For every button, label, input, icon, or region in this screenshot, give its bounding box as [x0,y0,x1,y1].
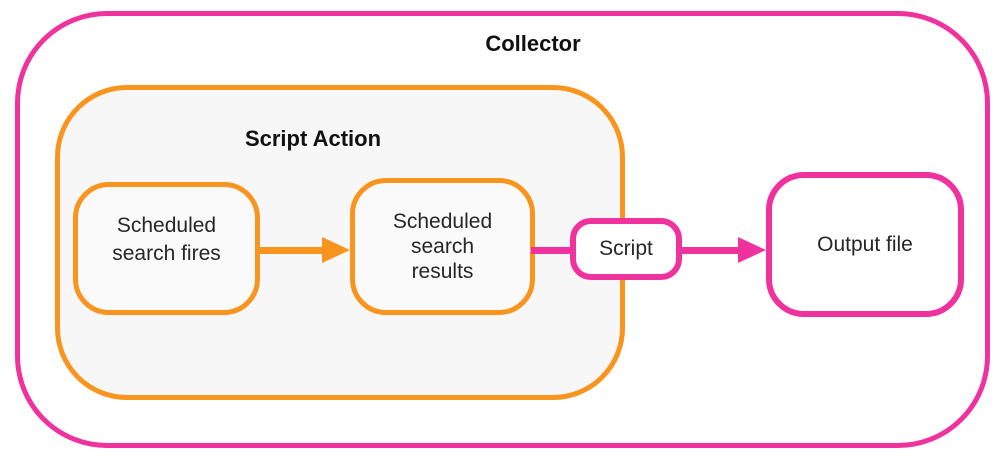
script-action-label: Script Action [244,126,382,151]
node-scheduled-search-results-label: Scheduled search results [392,210,493,283]
node-output-file-label: Output file [817,232,913,256]
node-scheduled-search-fires-label: Scheduled search fires [112,213,221,265]
connector-results-to-script [531,247,573,254]
arrow-fires-to-results-shaft [258,247,324,254]
node-script: Script [570,218,682,280]
arrow-script-to-output-head-icon [738,237,766,263]
node-script-label: Script [599,237,653,260]
collector-label: Collector [485,31,581,56]
arrow-script-to-output-shaft [678,247,740,254]
node-scheduled-search-results: Scheduled search results [350,178,535,315]
arrow-fires-to-results-head-icon [322,237,350,263]
node-output-file: Output file [766,172,964,317]
node-scheduled-search-fires: Scheduled search fires [73,182,260,315]
